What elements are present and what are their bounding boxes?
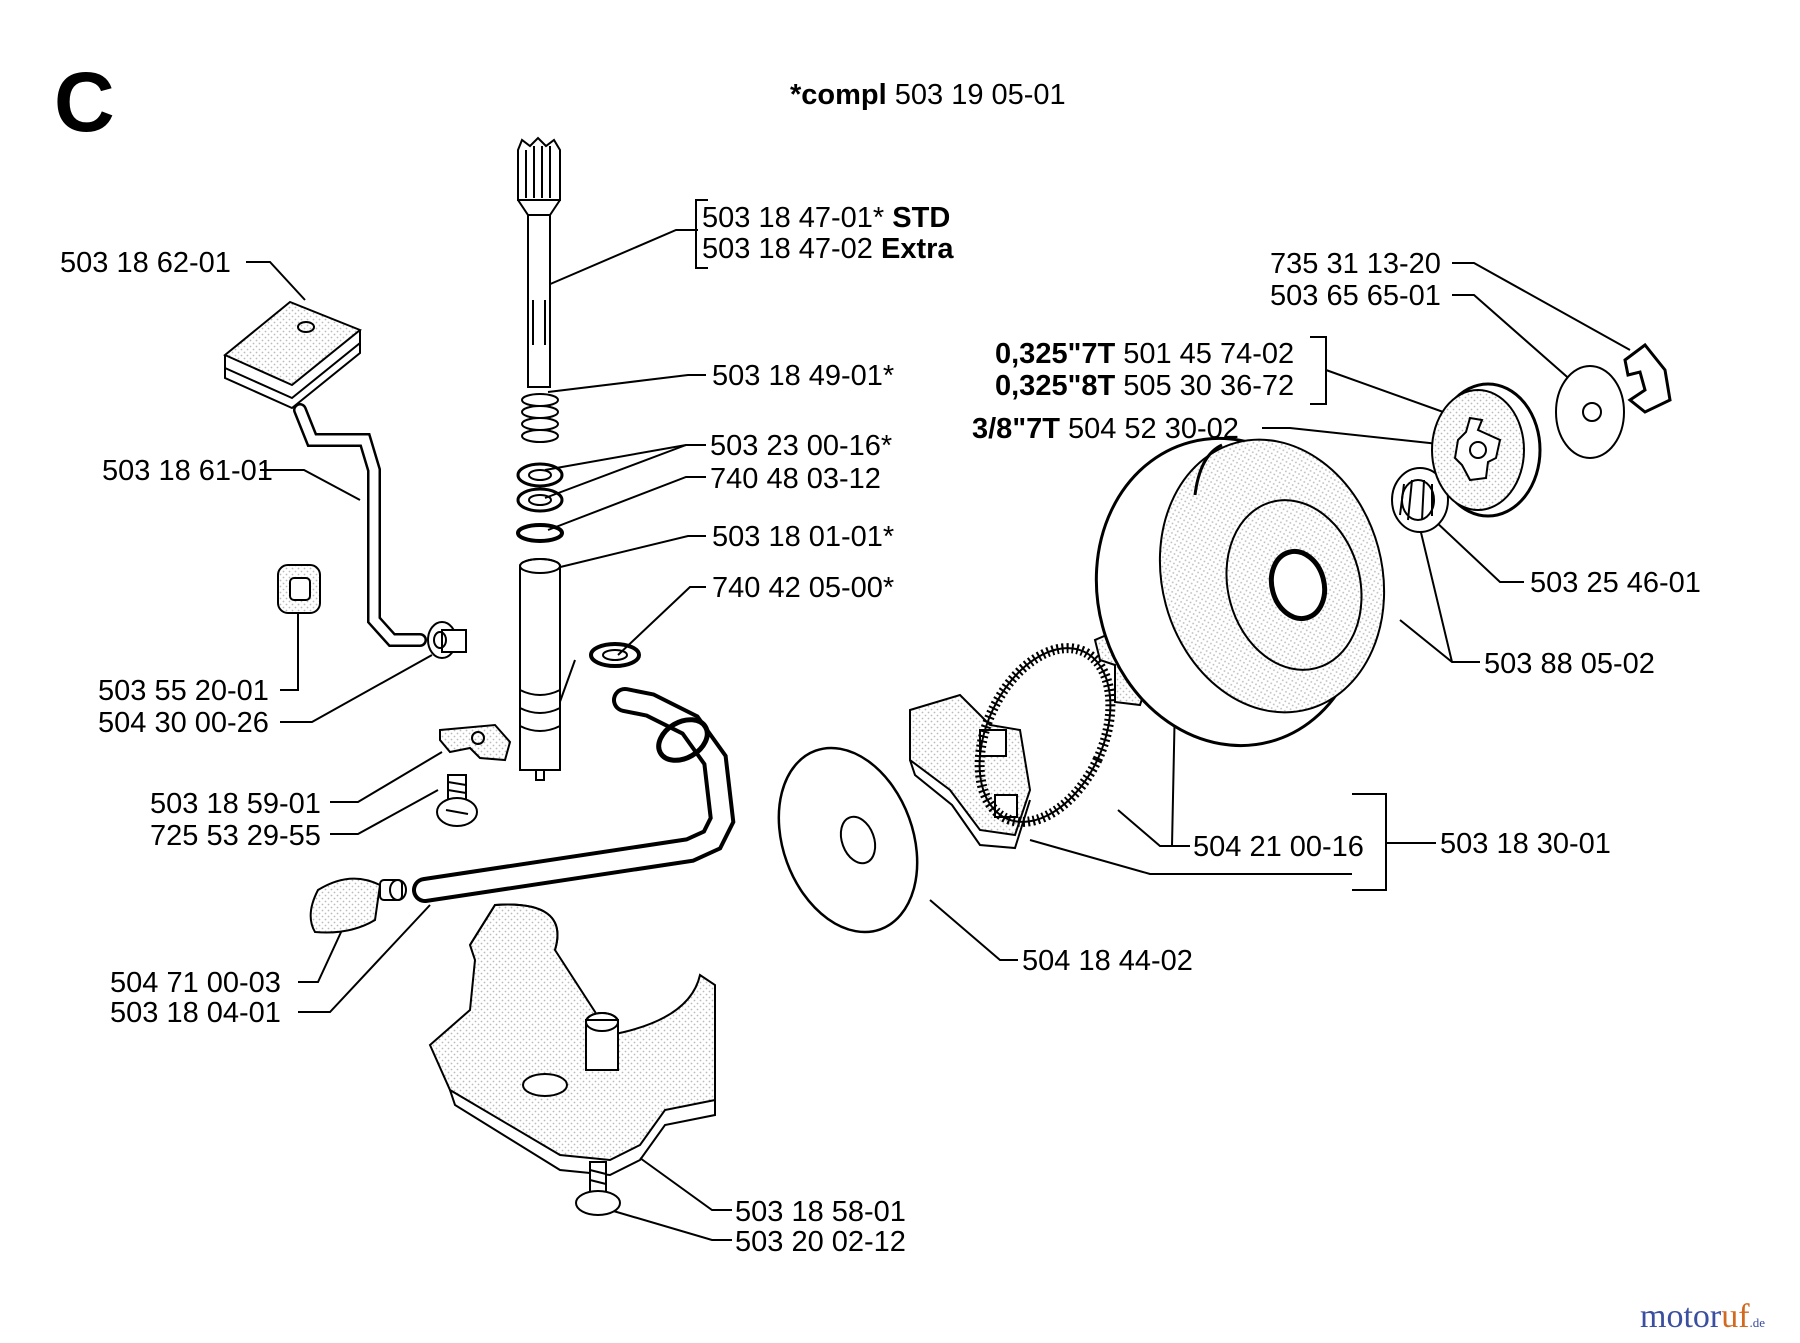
grommet xyxy=(277,564,321,614)
part-label-pump-body: 503 18 01-01* xyxy=(712,521,895,553)
leader-pad xyxy=(246,261,306,301)
leader-washer-a2 xyxy=(544,444,687,499)
leader-clutch-washer xyxy=(929,899,1018,961)
part-label-screw-bottom: 503 18 58-01 xyxy=(735,1196,906,1228)
part-label-drum: 503 88 05-02 xyxy=(1484,648,1655,680)
leader-spring xyxy=(547,374,706,393)
leader-sprocket-38 xyxy=(1262,427,1449,446)
header-number: 503 19 05-01 xyxy=(894,79,1066,111)
leader-washer-bottom xyxy=(609,1209,732,1241)
part-suffix: Extra xyxy=(881,233,954,265)
pump-washers xyxy=(516,462,564,543)
pump-shaft xyxy=(517,136,561,388)
part-label-shaft-extra: 503 18 47-02 Extra xyxy=(702,235,954,264)
part-label-sprocket-38: 3/8"7T 504 52 30-02 xyxy=(972,415,1239,444)
oil-pipe xyxy=(293,403,427,647)
suction-hose xyxy=(412,687,736,903)
section-letter: C xyxy=(54,55,115,149)
part-label-clutch-spring: 504 21 00-16 xyxy=(1193,831,1364,863)
part-number: 501 45 74-02 xyxy=(1123,338,1295,370)
part-label-pipe: 503 18 61-01 xyxy=(102,455,273,487)
clutch-washer xyxy=(777,746,919,934)
part-label-plate: 503 18 59-01 xyxy=(150,788,321,820)
leader-drum xyxy=(1399,619,1480,663)
part-label-shaft-std: 503 18 47-01* STD xyxy=(702,204,950,233)
part-prefix: 0,325"7T xyxy=(995,338,1116,370)
leader-hub xyxy=(1170,699,1190,847)
watermark-logo: motoruf.de xyxy=(1640,1298,1766,1335)
clutch-drum xyxy=(1094,436,1386,748)
leader-screw-small xyxy=(330,789,439,835)
leader-eclip xyxy=(1452,262,1631,351)
part-label-washer: 503 23 00-16* xyxy=(710,430,893,462)
part-prefix: 0,325"8T xyxy=(995,370,1116,402)
part-label-grommet: 503 55 20-01 xyxy=(98,675,269,707)
leader-oring xyxy=(547,476,706,531)
part-label-filter: 504 71 00-03 xyxy=(110,967,281,999)
sprocket-washer xyxy=(1555,365,1625,459)
part-label-sprocket-8t: 0,325"8T 505 30 36-72 xyxy=(995,372,1294,401)
assembly-header: *compl 503 19 05-01 xyxy=(790,81,1066,110)
plate xyxy=(439,723,512,762)
part-label-nipple: 504 30 00-26 xyxy=(98,707,269,739)
felt-pad xyxy=(223,300,362,410)
screw-small xyxy=(436,774,478,827)
bottom-screw xyxy=(575,1161,621,1216)
sprocket xyxy=(1431,382,1542,518)
leader-grommet xyxy=(280,608,299,691)
pump-spring xyxy=(521,393,559,443)
pump-housing xyxy=(428,903,716,1177)
needle-bearing xyxy=(1391,467,1449,533)
leader-sprocket xyxy=(1325,369,1461,419)
bracket-sprocket xyxy=(1310,336,1327,405)
part-label-spring: 503 18 49-01* xyxy=(712,360,895,392)
nipple xyxy=(427,621,467,659)
part-number: 503 18 47-02 xyxy=(702,233,873,265)
leader-plate xyxy=(330,751,443,803)
leader-screw-bottom xyxy=(639,1157,732,1211)
part-number: 504 52 30-02 xyxy=(1067,413,1239,445)
part-prefix: 3/8"7T xyxy=(972,413,1060,445)
part-label-hose: 503 18 04-01 xyxy=(110,997,281,1029)
part-label-oring: 740 48 03-12 xyxy=(710,463,881,495)
leader-pipe xyxy=(260,469,361,501)
part-label-clutch-washer: 504 18 44-02 xyxy=(1022,945,1193,977)
leader-washer-sprocket xyxy=(1452,294,1583,391)
part-label-pad: 503 18 62-01 xyxy=(60,247,231,279)
part-label-screw-small: 725 53 29-55 xyxy=(150,820,321,852)
leader-washer-a1 xyxy=(544,444,706,471)
part-label-seal: 740 42 05-00* xyxy=(712,572,895,604)
leader-nipple xyxy=(280,654,433,723)
pump-seal xyxy=(589,642,641,668)
leader-clutch-spring xyxy=(1117,809,1190,847)
clutch-spring xyxy=(974,643,1116,827)
part-label-washer-bottom: 503 20 02-12 xyxy=(735,1226,906,1258)
leader-seal xyxy=(617,586,706,656)
leader-shoes xyxy=(1029,839,1352,875)
part-number: 505 30 36-72 xyxy=(1123,370,1295,402)
leader-pump-body xyxy=(547,535,706,571)
e-clip xyxy=(1623,342,1672,414)
oil-filter xyxy=(309,877,407,934)
leader-shaft xyxy=(547,229,698,286)
header-prefix: *compl xyxy=(790,79,887,111)
part-label-washer-sprocket: 503 65 65-01 xyxy=(1270,280,1441,312)
leader-needle xyxy=(1417,504,1524,583)
leader-hose xyxy=(298,904,431,1013)
bracket-shaft xyxy=(695,199,708,269)
part-number: 503 18 47-01* xyxy=(702,202,885,234)
part-label-sprocket-7t: 0,325"7T 501 45 74-02 xyxy=(995,340,1294,369)
part-suffix: STD xyxy=(892,202,951,234)
pump-body xyxy=(519,558,561,781)
clutch-shoes xyxy=(909,693,1032,850)
leader-filter xyxy=(298,929,343,983)
leader-drum-2 xyxy=(1417,519,1453,663)
part-label-clutch-compl: 503 18 30-01 xyxy=(1440,828,1611,860)
part-label-needle-bearing: 503 25 46-01 xyxy=(1530,567,1701,599)
part-label-eclip: 735 31 13-20 xyxy=(1270,248,1441,280)
